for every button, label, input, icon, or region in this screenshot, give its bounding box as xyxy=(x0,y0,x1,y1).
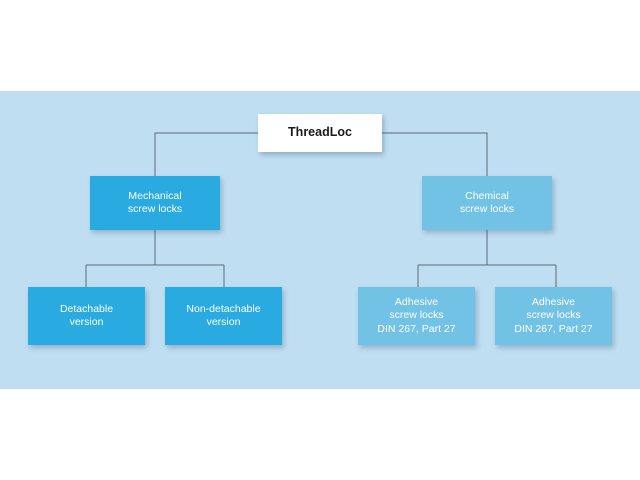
node-line: Detachable xyxy=(59,302,114,315)
node-line: Mechanical xyxy=(128,189,182,202)
node-line: version xyxy=(206,316,241,328)
node-adhesive-left-label: Adhesive screw locks DIN 267, Part 27 xyxy=(371,296,461,335)
node-mechanical-screw-locks[interactable]: Mechanical screw locks xyxy=(90,176,220,230)
node-line: Adhesive xyxy=(531,296,576,309)
node-detachable-label: Detachable version xyxy=(54,303,119,329)
node-line: DIN 267, Part 27 xyxy=(377,322,456,335)
edge-root-to-chemical xyxy=(382,132,488,176)
node-chemical-screw-locks[interactable]: Chemical screw locks xyxy=(422,176,552,230)
node-line: Non-detachable xyxy=(186,302,261,315)
node-detachable-version[interactable]: Detachable version xyxy=(28,287,145,345)
node-adhesive-screw-locks-right[interactable]: Adhesive screw locks DIN 267, Part 27 xyxy=(495,287,612,345)
node-mechanical-label: Mechanical screw locks xyxy=(122,190,188,216)
node-line: screw locks xyxy=(459,203,515,215)
node-adhesive-screw-locks-left[interactable]: Adhesive screw locks DIN 267, Part 27 xyxy=(358,287,475,345)
node-line: version xyxy=(69,316,104,328)
node-line: Chemical xyxy=(465,189,509,202)
node-line: screw locks xyxy=(389,309,444,322)
node-adhesive-right-label: Adhesive screw locks DIN 267, Part 27 xyxy=(508,296,598,335)
node-root-label: ThreadLoc xyxy=(288,125,352,140)
node-line: DIN 267, Part 27 xyxy=(514,322,593,335)
node-non-detachable-version[interactable]: Non-detachable version xyxy=(165,287,282,345)
edge-root-to-mechanical xyxy=(154,132,258,176)
node-chemical-label: Chemical screw locks xyxy=(454,190,520,216)
node-root-threadloc[interactable]: ThreadLoc xyxy=(258,114,382,152)
node-line: screw locks xyxy=(127,203,183,215)
node-line: Adhesive xyxy=(394,296,439,309)
node-non-detachable-label: Non-detachable version xyxy=(180,303,266,329)
node-line: screw locks xyxy=(526,309,581,322)
